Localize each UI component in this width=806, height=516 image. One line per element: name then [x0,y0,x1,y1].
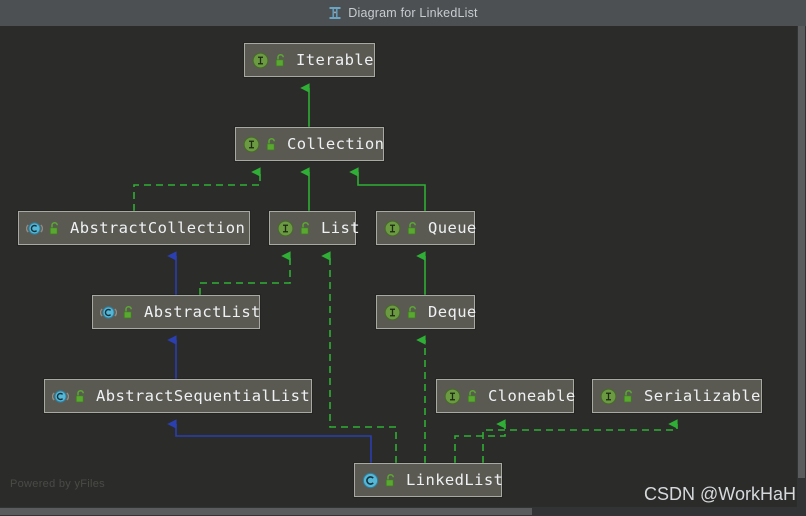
vertical-scrollbar-thumb[interactable] [798,26,805,478]
scrollbar-corner [797,507,806,516]
interface-icon [252,52,269,68]
interface-icon [277,220,294,236]
unlocked-padlock-icon [75,389,84,402]
abstract-class-icon [100,305,117,319]
class-node-label: AbstractSequentialList [96,387,311,405]
class-node-label: Cloneable [488,387,576,405]
unlocked-padlock-icon [300,221,309,234]
class-node-label: Iterable [296,51,374,69]
interface-icon [600,388,617,404]
yfiles-watermark: Powered by yFiles [10,478,105,490]
class-node-label: AbstractCollection [70,219,246,237]
class-node-label: Deque [428,303,477,321]
class-icon [362,472,379,488]
class-node-abstractsequentiallist[interactable]: AbstractSequentialList [44,379,312,413]
edge-abstractlist-list [199,251,291,295]
class-node-abstractlist[interactable]: AbstractList [92,295,260,329]
unlocked-padlock-icon [407,305,416,318]
edge-abstractcollection-collection [133,167,261,211]
class-node-collection[interactable]: Collection [235,127,384,161]
interface-icon [384,304,401,320]
class-node-cloneable[interactable]: Cloneable [436,379,576,413]
class-node-serializable[interactable]: Serializable [592,379,762,413]
unlocked-padlock-icon [623,389,632,402]
class-node-label: Queue [428,219,477,237]
edge-layer [133,83,678,463]
edge-linkedlist-cloneable [454,419,506,463]
diagram-hierarchy-icon [329,7,341,19]
unlocked-padlock-icon [385,473,394,486]
class-node-iterable[interactable]: Iterable [244,43,375,77]
horizontal-scrollbar-thumb[interactable] [0,508,532,515]
edge-queue-collection [349,167,426,211]
edge-linkedlist-list [321,251,397,463]
class-node-deque[interactable]: Deque [376,295,477,329]
unlocked-padlock-icon [275,53,284,66]
class-node-label: Collection [287,135,385,153]
interface-icon [243,136,260,152]
interface-icon [444,388,461,404]
window-title: Diagram for LinkedList [348,6,478,20]
class-node-label: AbstractList [144,303,261,321]
unlocked-padlock-icon [123,305,132,318]
unlocked-padlock-icon [266,137,275,150]
vertical-scrollbar[interactable] [797,26,806,507]
class-node-label: LinkedList [406,471,504,489]
csdn-watermark: CSDN @WorkHaH [644,484,796,504]
unlocked-padlock-icon [49,221,58,234]
class-node-label: List [321,219,360,237]
unlocked-padlock-icon [407,221,416,234]
class-node-abstractcollection[interactable]: AbstractCollection [18,211,250,245]
abstract-class-icon [52,389,69,403]
abstract-class-icon [26,221,43,235]
class-node-label: Serializable [644,387,761,405]
diagram-canvas[interactable]: Iterable Collection [0,26,806,507]
horizontal-scrollbar[interactable] [0,507,806,516]
edge-linkedlist-abstractsequentiallist [167,419,372,463]
class-node-linkedlist[interactable]: LinkedList [354,463,504,497]
class-node-queue[interactable]: Queue [376,211,477,245]
interface-icon [384,220,401,236]
edge-linkedlist-serializable [482,419,678,463]
class-node-list[interactable]: List [269,211,360,245]
window-titlebar: Diagram for LinkedList [0,0,806,26]
unlocked-padlock-icon [467,389,476,402]
